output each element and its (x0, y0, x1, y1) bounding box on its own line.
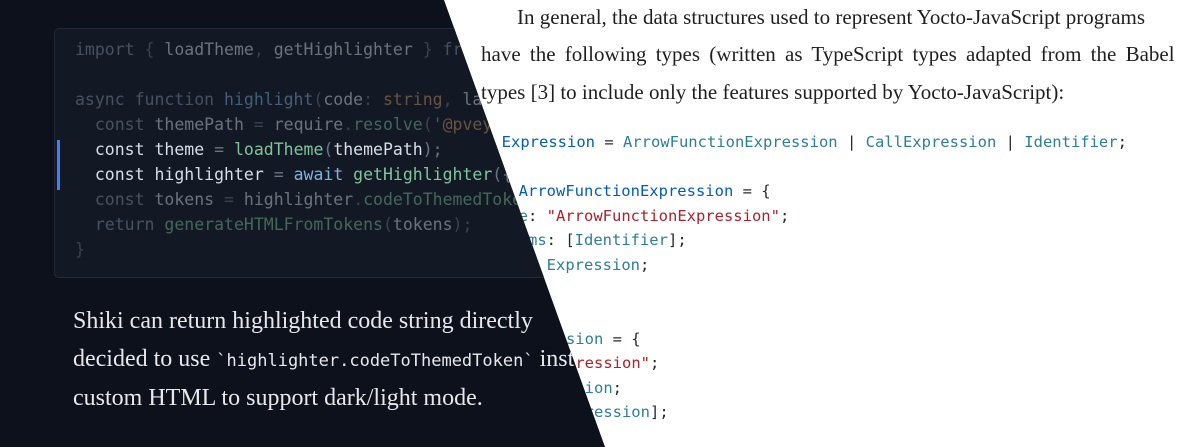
prose-text: inst (533, 346, 575, 372)
code-punct: ); (422, 140, 443, 159)
code-identifier: getHighlighter (273, 40, 413, 59)
code-function: resolve (353, 115, 423, 134)
code-line: async function highlight(code: string, l… (75, 90, 502, 109)
code-punct: ; (1117, 133, 1127, 151)
code-identifier: loadTheme (164, 40, 254, 59)
code-line: type Expression = ArrowFunctionExpressio… (455, 133, 1127, 151)
code-string: "ArrowFunctionExpression" (546, 207, 780, 225)
code-keyword: const (75, 165, 145, 184)
code-punct: = { (733, 182, 771, 200)
inline-code: `highlighter.codeToThemedToken` (216, 351, 534, 371)
code-line: } (75, 240, 85, 259)
code-type: string (382, 90, 443, 109)
code-keyword: import (75, 40, 135, 59)
code-punct: | (837, 133, 866, 151)
code-line: type ArrowFunctionExpression = { (472, 182, 771, 200)
code-punct: . (343, 115, 354, 134)
code-keyword: const (75, 190, 145, 209)
paragraph-line-1: In general, the data structures used to … (517, 5, 1146, 29)
code-line: const tokens = highlighter.codeToThemedT… (75, 190, 542, 209)
prose-line-2: decided to use `highlighter.codeToThemed… (73, 346, 574, 373)
code-line: const themePath = require.resolve('@pvey… (75, 115, 512, 134)
code-keyword: await (293, 165, 344, 184)
code-type: Expression (546, 256, 640, 274)
code-punct: , (442, 90, 463, 109)
code-punct: ; (612, 379, 622, 397)
code-punct: ( (382, 215, 393, 234)
code-type: Identifier (574, 231, 668, 249)
code-punct: = (214, 190, 244, 209)
highlight-bar (57, 140, 60, 190)
code-line: return generateHTMLFromTokens(tokens); (75, 215, 473, 234)
paragraph-line-2: have the following types (written as Typ… (481, 42, 1175, 66)
code-line: import { loadTheme, getHighlighter } fro… (75, 40, 482, 59)
code-punct: ; (640, 256, 650, 274)
prose-line-3: custom HTML to support dark/light mode. (73, 385, 483, 411)
code-punct: = (204, 140, 234, 159)
code-punct: : (528, 207, 547, 225)
prose-line-1: Shiki can return highlighted code string… (73, 308, 533, 334)
code-type: Identifier (1024, 133, 1118, 151)
code-identifier: highlighter (243, 190, 354, 209)
code-punct: . (353, 190, 364, 209)
code-punct: { (134, 40, 165, 59)
code-identifier: highlighter (144, 165, 264, 184)
code-punct: ; (779, 207, 790, 225)
paragraph-line-3: types [3] to include only the features s… (481, 80, 1065, 104)
code-identifier: code (323, 90, 364, 109)
code-punct: ); (452, 215, 473, 234)
code-punct: = (594, 133, 623, 151)
code-identifier: tokens (392, 215, 453, 234)
code-punct: : (363, 90, 383, 109)
code-punct: ( (313, 90, 324, 109)
code-function: loadTheme (233, 140, 324, 159)
code-line-highlighted: const highlighter = await getHighlighter… (75, 165, 512, 184)
code-punct: ( (323, 140, 334, 159)
code-line-highlighted: const theme = loadTheme(themePath); (75, 140, 443, 159)
code-type-name: ArrowFunctionExpression (509, 182, 734, 200)
code-identifier: require (273, 115, 344, 134)
code-punct: = (263, 165, 294, 184)
code-function: getHighlighter (343, 165, 493, 184)
code-keyword: const (75, 115, 145, 134)
code-keyword: return (75, 215, 155, 234)
code-function: highlight (224, 90, 314, 109)
code-punct: } (412, 40, 443, 59)
code-punct: = { (603, 330, 641, 348)
code-punct: | (996, 133, 1025, 151)
code-identifier: tokens (144, 190, 215, 209)
code-keyword: async (75, 90, 125, 109)
code-punct: : [ (546, 231, 575, 249)
code-type: CallExpression (865, 133, 997, 151)
code-type-name: Expression (492, 133, 595, 151)
code-punct: = (243, 115, 274, 134)
code-keyword: function (124, 90, 225, 109)
prose-text: decided to use (73, 346, 217, 372)
code-function: generateHTMLFromTokens (154, 215, 383, 234)
code-punct: , (253, 40, 274, 59)
code-punct: ( (422, 115, 433, 134)
code-identifier: themePath (144, 115, 244, 134)
code-punct: ]; (667, 231, 687, 249)
code-punct: } (75, 240, 85, 259)
code-identifier: theme (144, 140, 205, 159)
code-keyword: const (75, 140, 145, 159)
code-punct: ; (649, 354, 660, 372)
code-type: ArrowFunctionExpression (622, 133, 838, 151)
code-identifier: themePath (333, 140, 423, 159)
code-function: codeToThemedTokens (363, 190, 542, 209)
code-punct: ]; (649, 403, 669, 421)
